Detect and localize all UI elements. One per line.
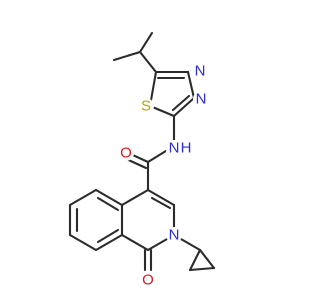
- atom-labels: S N N O N H N O: [118, 63, 209, 289]
- isopropyl-group: [112, 31, 158, 74]
- atom-amide-oxygen: O: [120, 145, 132, 162]
- atom-thiadiazole-n4: N: [195, 63, 206, 80]
- bond-c4a-c4: [120, 188, 150, 207]
- bond-c2-s: [148, 104, 176, 118]
- bond-c1-c8a: [120, 233, 150, 252]
- thiadiazole-ring: [148, 70, 196, 118]
- bond-c8-c8a-double: [96, 228, 120, 244]
- bond-c7-c8: [68, 233, 98, 252]
- atom-amide-hydrogen: H: [181, 140, 192, 157]
- pyridone-ring: [120, 188, 176, 252]
- bond-cp-2: [198, 248, 216, 270]
- bond-c8-c8a: [94, 233, 124, 252]
- benzo-ring: [68, 188, 124, 252]
- bond-c4-c3-double: [150, 196, 172, 210]
- bond-n3-c2-double: [171, 94, 191, 112]
- bond-cp-3: [188, 266, 216, 272]
- bond-n3-c2: [172, 96, 196, 118]
- atom-ketone-oxygen: O: [142, 272, 154, 289]
- atom-thiadiazole-n3: N: [196, 91, 207, 108]
- bond-n4-n3: [186, 70, 196, 100]
- bond-cp-1: [188, 248, 202, 272]
- atom-amide-nitrogen: N: [169, 140, 180, 157]
- atom-thiadiazole-s: S: [141, 98, 151, 115]
- bond-methyl-1: [138, 31, 154, 54]
- ketone-group: [143, 248, 153, 272]
- bond-c4a-c5-double: [96, 196, 120, 212]
- bond-c5-c6: [68, 188, 98, 207]
- chemical-structure: S N N O N H N O: [68, 31, 216, 289]
- bond-c4-c3: [146, 188, 176, 207]
- bond-methyl-2: [112, 50, 142, 62]
- atom-ring-nitrogen: N: [169, 227, 180, 244]
- bond-isopropyl-ring: [138, 50, 158, 74]
- bond-c4a-c5: [94, 188, 124, 207]
